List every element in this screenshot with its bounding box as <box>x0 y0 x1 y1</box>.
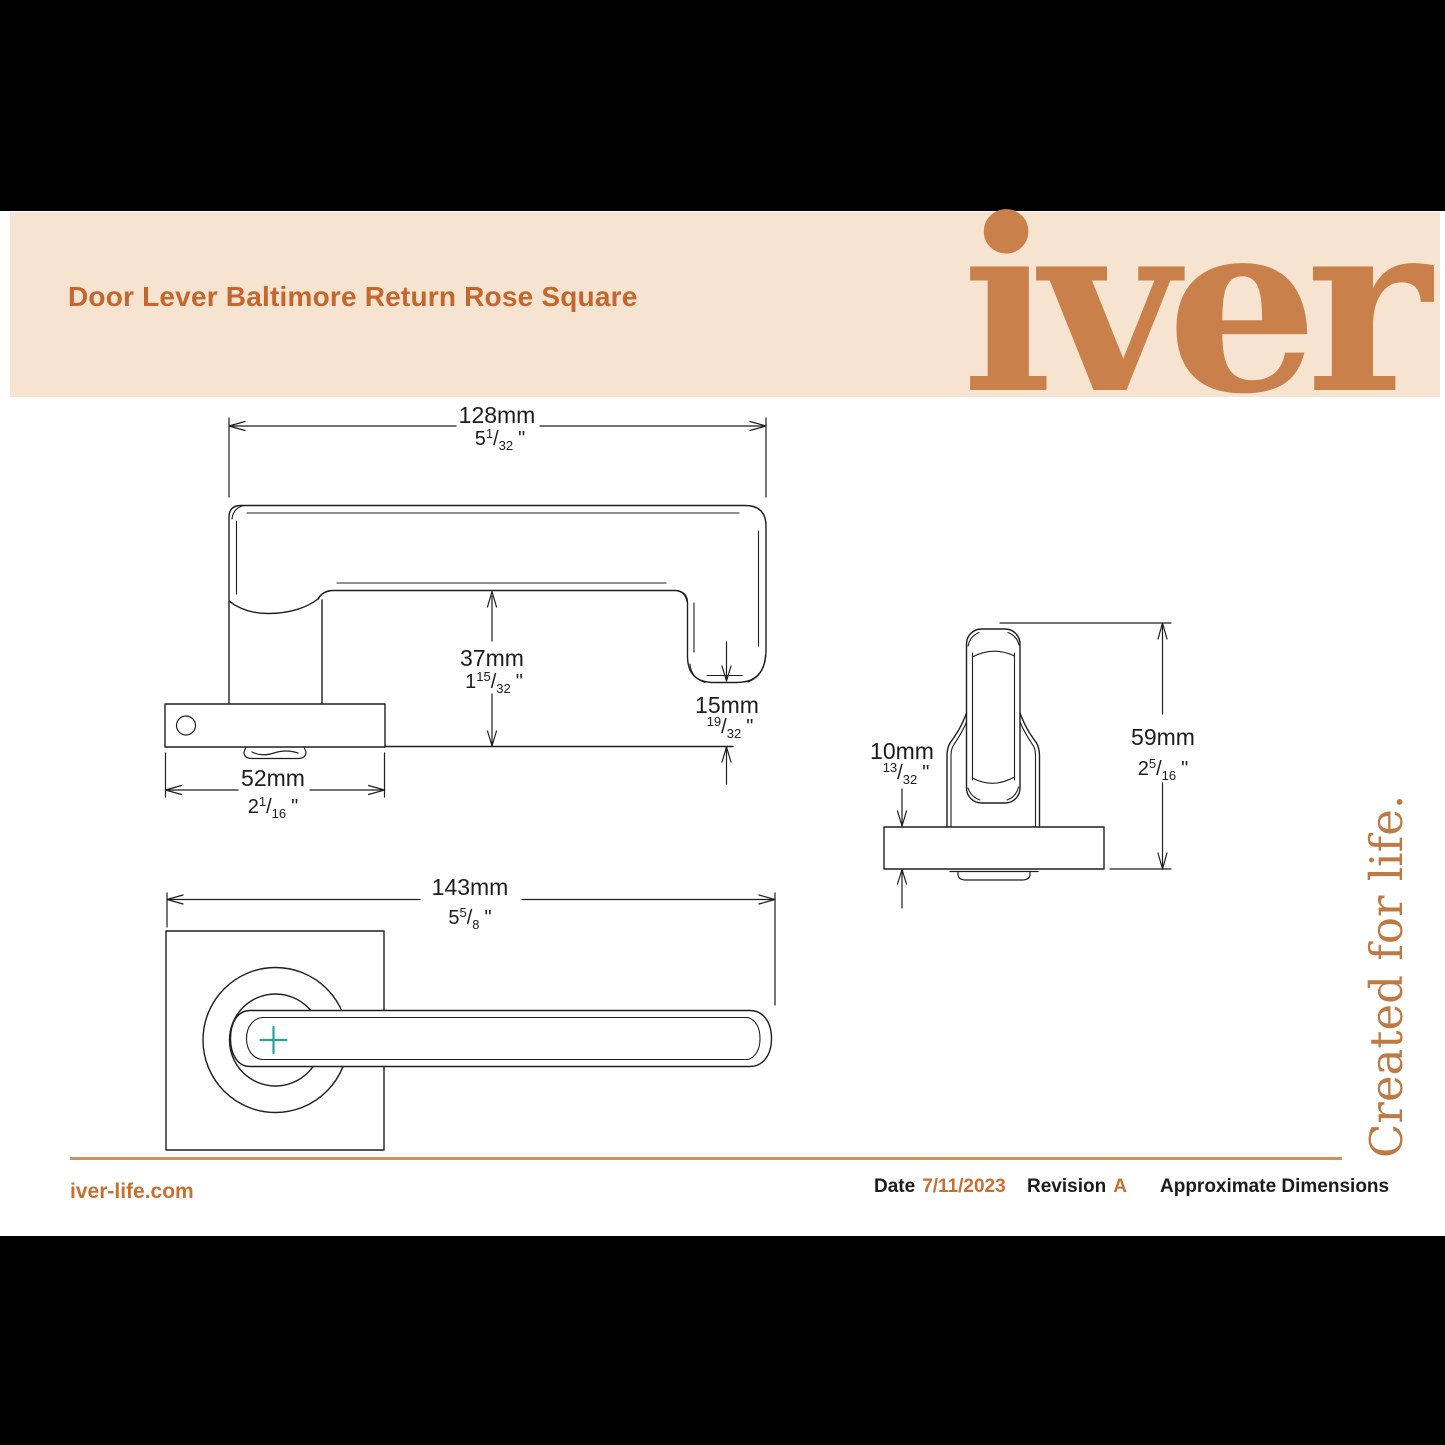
dim-59mm <box>999 622 1172 870</box>
brand-logo: iver <box>962 168 1432 447</box>
top-letterbox-bar <box>0 0 1445 211</box>
dim-return-gap-mm: 15mm <box>695 692 759 718</box>
dim-lever-length-mm: 128mm <box>458 402 536 428</box>
date-label: Date <box>874 1176 916 1197</box>
dim-10mm <box>896 788 908 909</box>
dim-overall-height-mm: 59mm <box>1131 724 1195 750</box>
dim-overall-height-inch: 25/16" <box>1137 756 1189 783</box>
page-title: Door Lever Baltimore Return Rose Square <box>68 281 638 312</box>
revision-value: A <box>1113 1176 1127 1197</box>
revision-label: Revision <box>1027 1176 1107 1197</box>
dim-lever-length-inch: 51/32" <box>474 426 526 453</box>
footer-divider <box>70 1157 1342 1160</box>
header-band <box>10 212 1440 397</box>
side-view-inner-lines <box>231 504 767 684</box>
dim-rose-side-inch: 21/16" <box>247 794 299 821</box>
footer-date: Date 7/11/2023 <box>874 1176 1006 1198</box>
website-link[interactable]: iver-life.com <box>70 1180 194 1203</box>
front-view-neck <box>946 712 1041 828</box>
front-view-rose <box>883 826 1105 881</box>
side-view-spindle <box>243 746 307 760</box>
dim-lever-drop-mm: 37mm <box>460 645 524 671</box>
footer-revision: Revision A <box>1027 1176 1127 1198</box>
bottom-letterbox-bar <box>0 1236 1445 1445</box>
dim-15mm <box>721 641 732 785</box>
side-view-rose <box>164 703 386 748</box>
dim-52mm <box>164 752 386 798</box>
brand-tagline: Created for life. <box>1360 794 1413 1158</box>
front-view-grip <box>965 628 1021 804</box>
dim-rose-thickness-mm: 10mm <box>870 738 934 764</box>
side-view-outline <box>228 504 767 705</box>
top-view <box>165 930 773 1151</box>
dim-lever-drop-inch: 115/32" <box>465 669 523 696</box>
dim-rose-thickness-inch: 13/32" <box>882 760 930 787</box>
dim-128mm <box>228 417 767 498</box>
footer-note: Approximate Dimensions <box>1160 1176 1390 1197</box>
dim-overall-length-inch: 55/8" <box>448 905 492 932</box>
dim-overall-length-mm: 143mm <box>431 874 509 900</box>
dim-37mm <box>486 590 498 747</box>
dim-return-gap-inch: 19/32" <box>706 714 754 741</box>
date-value: 7/11/2023 <box>922 1176 1006 1197</box>
dim-143mm <box>166 892 776 1006</box>
dim-rose-side-mm: 52mm <box>241 765 305 791</box>
spindle-cross-mark <box>259 1025 288 1055</box>
